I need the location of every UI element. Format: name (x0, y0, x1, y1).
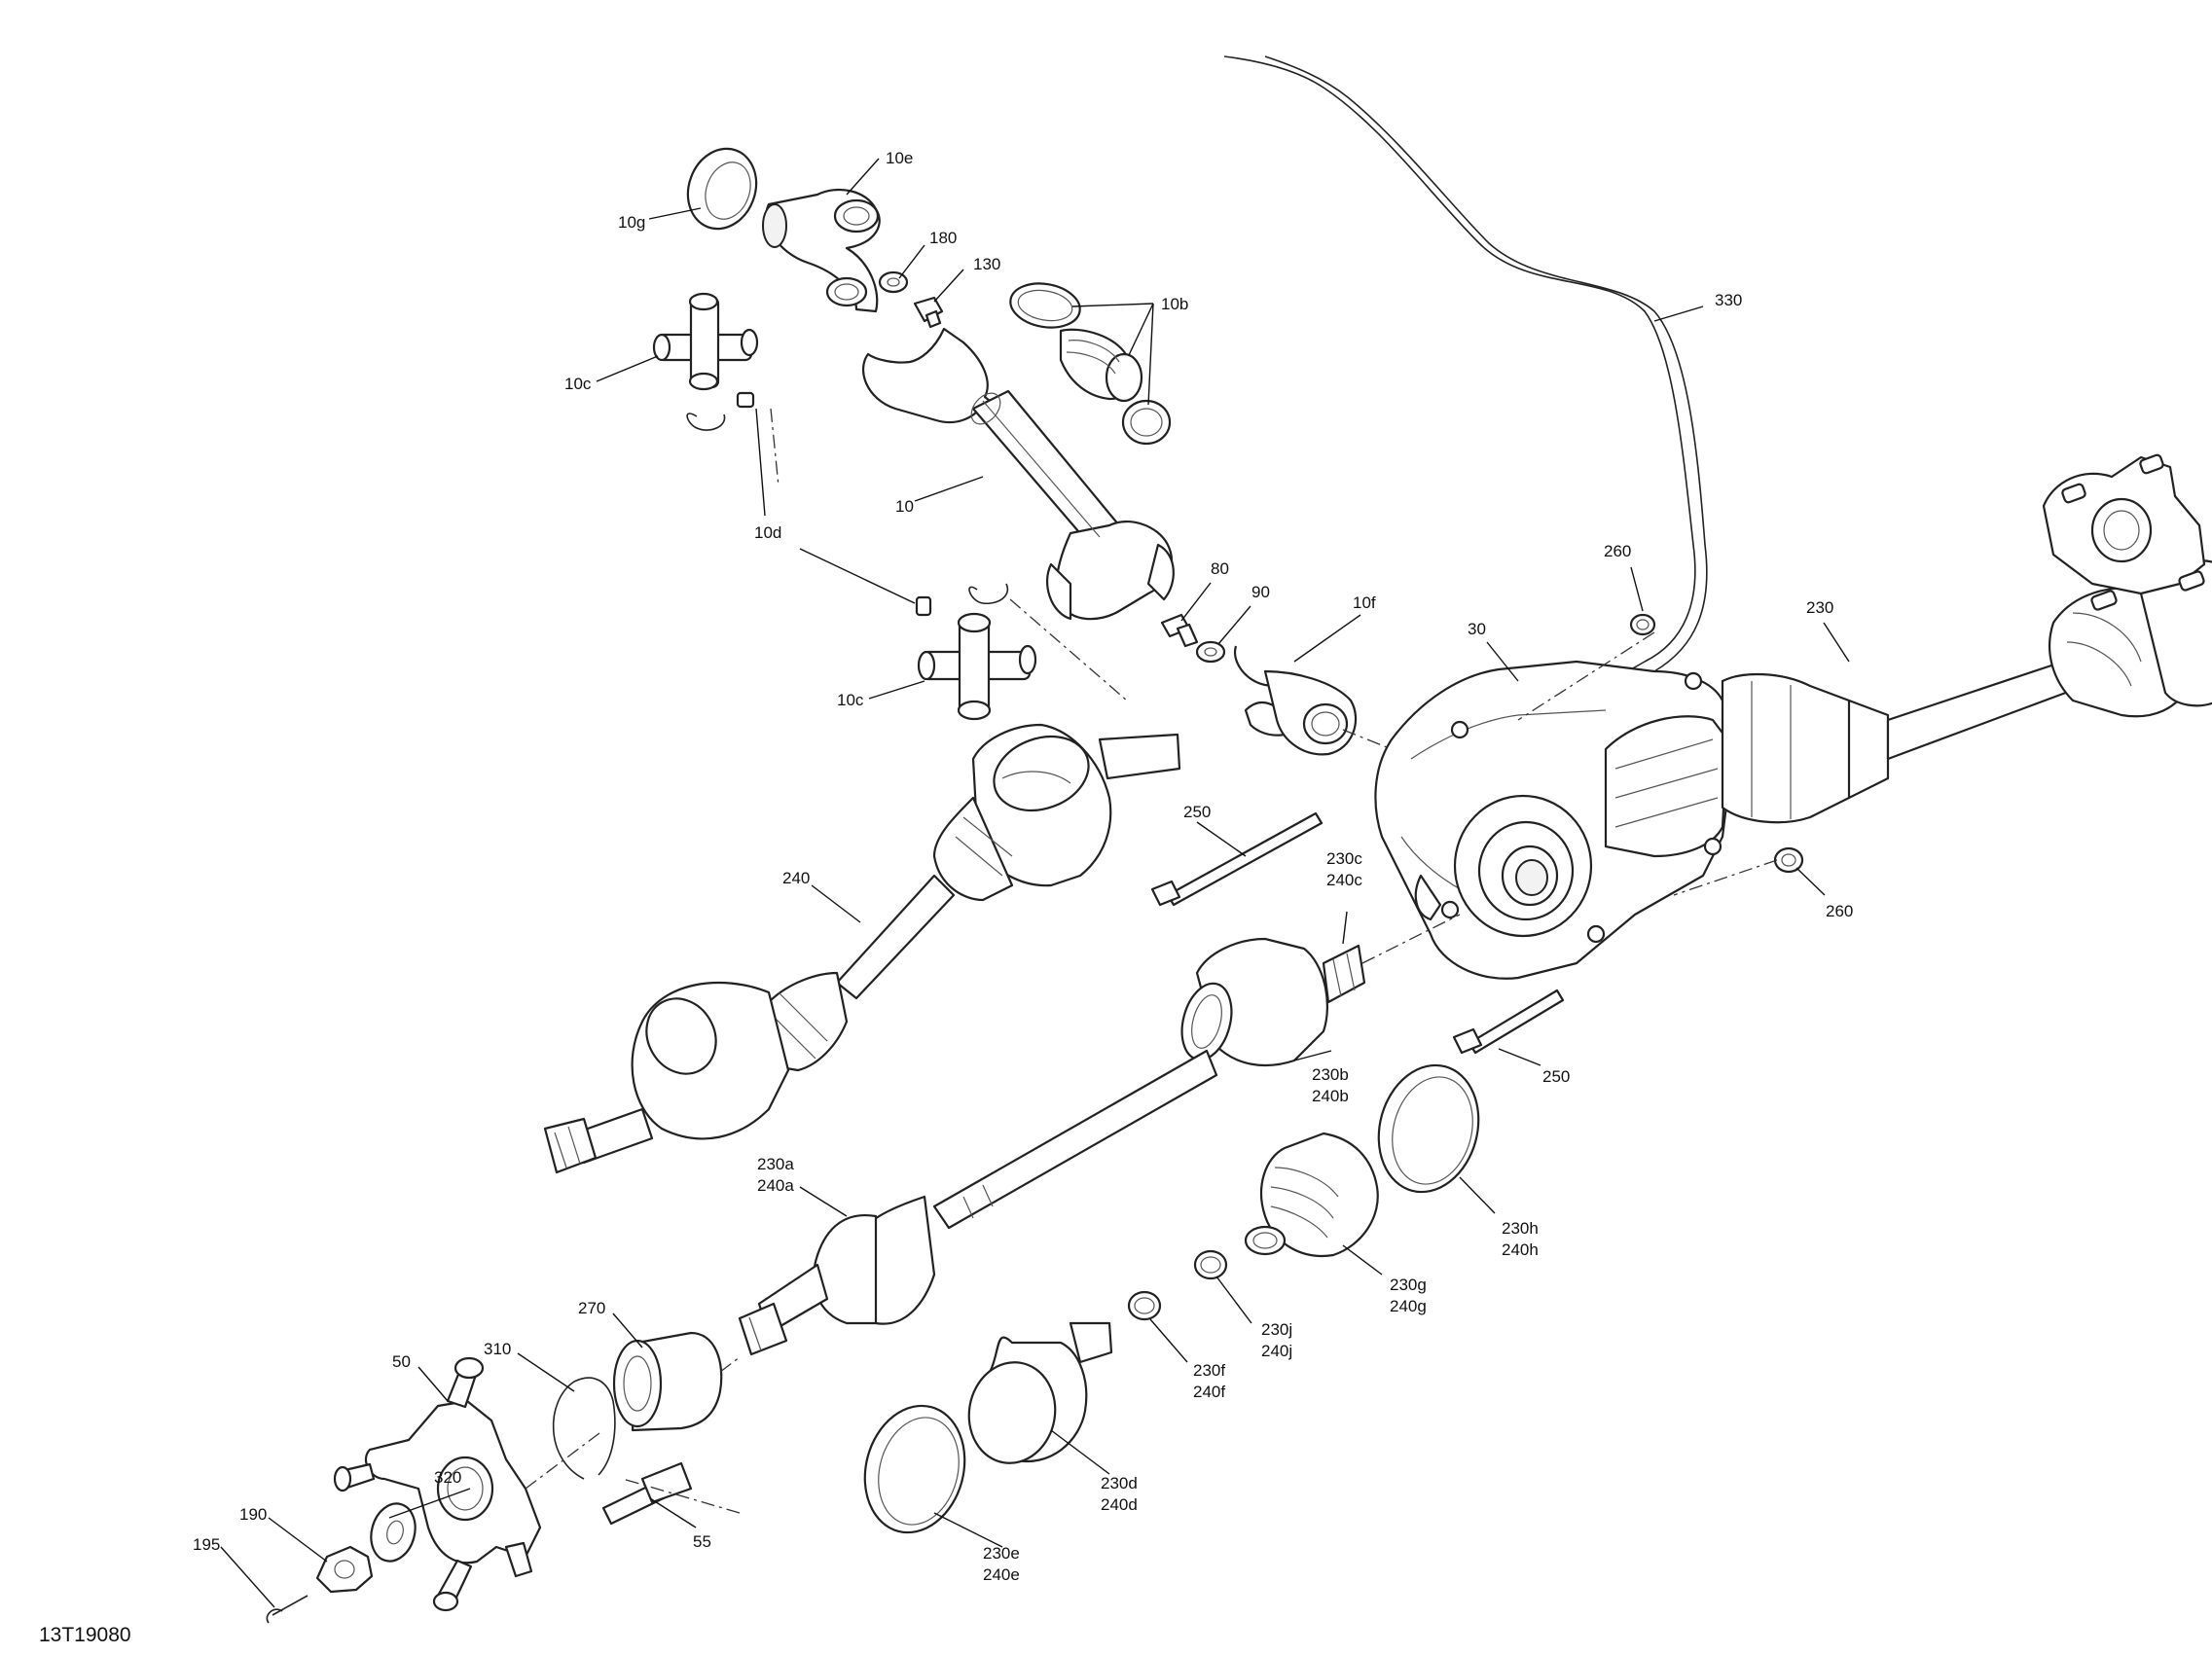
bolt-250-bottom (1452, 989, 1565, 1055)
callout-230g: 230g (1390, 1276, 1427, 1294)
callout-10g: 10g (618, 213, 645, 232)
callout-310: 310 (484, 1340, 511, 1358)
callout-230f: 230f (1193, 1361, 1225, 1380)
callout-195: 195 (193, 1535, 220, 1554)
callout-260-right: 260 (1826, 902, 1853, 920)
u-joint-10c-top (652, 292, 759, 409)
washer-320 (370, 1502, 417, 1563)
bearing-270 (612, 1331, 723, 1432)
callout-10c-top: 10c (564, 375, 592, 393)
callout-30: 30 (1468, 620, 1486, 638)
callout-180: 180 (929, 229, 957, 247)
bolt-130 (913, 296, 944, 329)
yoke-10e (762, 188, 881, 313)
washer-180 (878, 270, 909, 294)
callout-50: 50 (392, 1352, 411, 1371)
callout-240b: 240b (1312, 1087, 1349, 1105)
retaining-ring-310 (552, 1377, 616, 1480)
callout-55: 55 (693, 1532, 711, 1551)
boot-kit-10b (1009, 282, 1172, 446)
snap-ring-10c-bottom (968, 583, 1009, 605)
u-joint-10c-bottom (915, 595, 1037, 721)
callout-leaders (220, 158, 1850, 1608)
callout-labels: 10e 10g 180 130 10b 330 10c 10 10d 10c 8… (193, 149, 1853, 1584)
bolt-80 (1160, 613, 1199, 648)
callout-80: 80 (1211, 559, 1229, 578)
callout-130: 130 (973, 255, 1000, 273)
clamp-230f-240f (1127, 1290, 1162, 1321)
castle-nut-190 (315, 1545, 374, 1594)
callout-10c-bottom: 10c (837, 691, 864, 709)
axle-230 (1721, 559, 2212, 824)
cotter-pin-195 (266, 1595, 308, 1624)
figure-id: 13T19080 (39, 1624, 131, 1646)
axle-240 (543, 723, 1181, 1174)
callout-230j: 230j (1261, 1320, 1292, 1339)
differential-housing-30 (1374, 660, 1734, 980)
callout-230e: 230e (983, 1544, 1020, 1563)
boot-230g-240g (1244, 1132, 1379, 1258)
callout-250-bottom: 250 (1542, 1067, 1570, 1086)
callout-330: 330 (1715, 291, 1742, 309)
callout-240: 240 (782, 869, 810, 887)
callout-230a: 230a (757, 1155, 794, 1173)
callout-240h: 240h (1502, 1240, 1539, 1259)
callout-190: 190 (239, 1505, 267, 1524)
axle-230a-240a (738, 937, 1366, 1356)
callout-230: 230 (1806, 598, 1833, 617)
callout-320: 320 (434, 1468, 461, 1487)
assembly-centerlines (525, 408, 1778, 1514)
callout-240j: 240j (1261, 1342, 1292, 1360)
callout-90: 90 (1251, 583, 1270, 601)
hub-upper-right (2042, 453, 2206, 611)
clamp-230j-240j (1193, 1249, 1228, 1280)
callout-240e: 240e (983, 1565, 1020, 1584)
callout-10e: 10e (886, 149, 913, 167)
callout-250-top: 250 (1183, 803, 1211, 821)
callout-10: 10 (895, 497, 914, 516)
drive-shaft-10 (861, 327, 1175, 621)
callout-10b: 10b (1161, 295, 1188, 313)
nut-260-top (1629, 613, 1656, 636)
hub-50 (333, 1356, 542, 1612)
clamp-230h-240h (1377, 1063, 1480, 1194)
callout-240g: 240g (1390, 1297, 1427, 1315)
boot-230d-240d (967, 1321, 1113, 1464)
callout-230b: 230b (1312, 1065, 1349, 1084)
callout-240a: 240a (757, 1176, 794, 1195)
callout-240d: 240d (1101, 1495, 1138, 1514)
stud-55 (601, 1461, 693, 1526)
callout-230h: 230h (1502, 1219, 1539, 1238)
bolt-250-top (1150, 811, 1324, 907)
callout-260-top: 260 (1604, 542, 1631, 560)
snap-ring-10c-top (686, 413, 726, 431)
callout-240f: 240f (1193, 1383, 1225, 1401)
callout-270: 270 (578, 1299, 605, 1317)
washer-90 (1195, 640, 1226, 664)
clamp-230e-240e (863, 1404, 966, 1534)
cable-330 (1223, 55, 1708, 694)
callout-240c: 240c (1326, 871, 1362, 889)
callout-10d: 10d (754, 523, 781, 542)
callout-10f: 10f (1353, 593, 1376, 612)
nut-260-right (1773, 846, 1804, 874)
callout-230c: 230c (1326, 849, 1362, 868)
yoke-10f (1233, 645, 1358, 756)
seal-10g (686, 147, 758, 231)
callout-230d: 230d (1101, 1474, 1138, 1492)
